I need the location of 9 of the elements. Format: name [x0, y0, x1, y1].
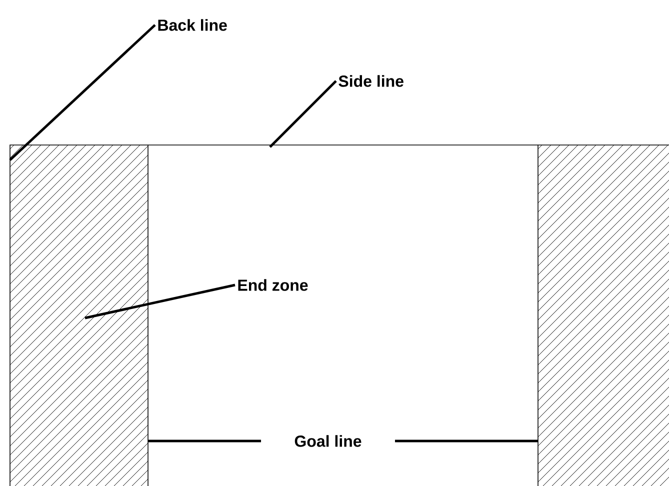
callout-label: Back line [158, 19, 227, 31]
leader-line [148, 440, 262, 442]
callout-label: Side line [338, 75, 404, 87]
leader-line [395, 440, 538, 442]
leader-line [9, 24, 156, 161]
callout-label: End zone [238, 279, 308, 291]
leader-line [269, 80, 337, 148]
callout-label: Goal line [294, 435, 362, 447]
leader-line [84, 284, 236, 320]
